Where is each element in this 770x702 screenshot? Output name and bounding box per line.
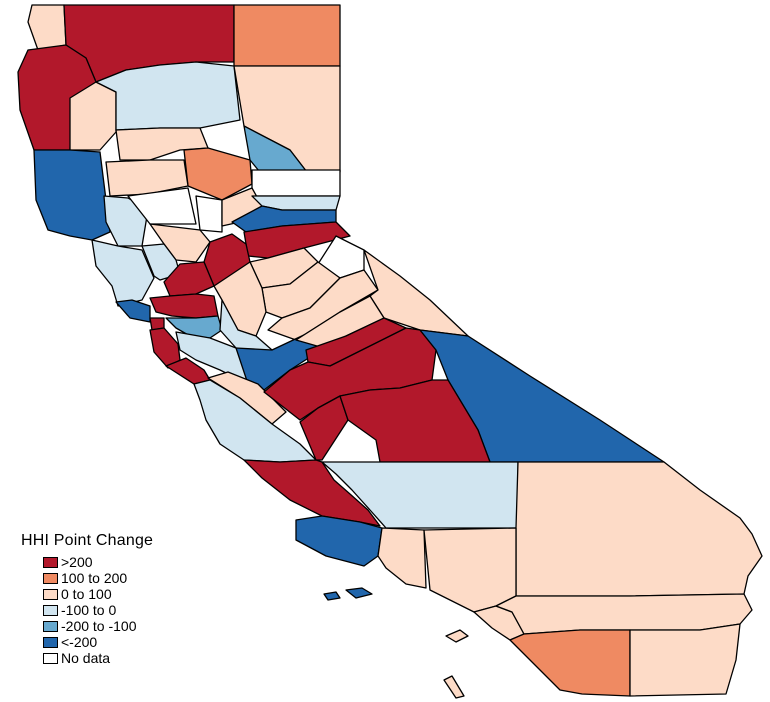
legend-label: 0 to 100 — [61, 586, 112, 602]
county-colusa — [127, 187, 197, 225]
county-tulare — [339, 379, 491, 463]
legend-label: -200 to -100 — [61, 618, 137, 634]
legend-swatch — [43, 588, 58, 600]
legend-label: >200 — [61, 554, 93, 570]
county-alameda — [165, 315, 223, 339]
legend-item-0-to-100: 0 to 100 — [43, 586, 153, 602]
legend-swatch — [43, 636, 58, 648]
legend-item-no-data: No data — [43, 650, 153, 666]
legend-item-lt-neg-200: <-200 — [43, 634, 153, 650]
county-contra-costa — [149, 293, 219, 319]
county-san-bernardino — [515, 461, 763, 597]
island-santa-cruz — [345, 587, 373, 599]
legend-swatch — [43, 652, 58, 664]
legend-item-gt-200: >200 — [43, 554, 153, 570]
county-santa-cruz — [165, 357, 211, 385]
legend-title: HHI Point Change — [21, 532, 154, 549]
county-los-angeles — [423, 527, 517, 613]
county-shasta — [95, 61, 241, 131]
island-santa-catalina — [445, 629, 469, 643]
county-san-luis-obispo — [243, 459, 381, 527]
county-imperial — [629, 623, 741, 697]
county-kern — [321, 461, 519, 529]
island-san-clemente — [443, 675, 465, 699]
legend-label: <-200 — [61, 634, 98, 650]
county-ventura — [377, 527, 427, 589]
county-mendocino — [33, 149, 111, 241]
legend-swatch — [43, 556, 58, 568]
island-santa-rosa — [323, 591, 341, 601]
legend-label: No data — [61, 650, 111, 666]
legend-item-neg-100-to-0: -100 to 0 — [43, 602, 153, 618]
county-sonoma — [91, 239, 155, 307]
legend-item-neg-200-to-neg-100: -200 to -100 — [43, 618, 153, 634]
county-san-diego — [509, 629, 631, 697]
legend-swatch — [43, 572, 58, 584]
map-legend: HHI Point Change >200 100 to 200 0 to 10… — [21, 532, 153, 666]
county-sierra — [251, 169, 341, 197]
county-marin — [115, 299, 151, 323]
county-del-norte — [27, 4, 67, 51]
county-el-dorado — [243, 221, 351, 259]
county-modoc — [233, 4, 341, 67]
legend-swatch — [43, 620, 58, 632]
legend-swatch — [43, 604, 58, 616]
legend-label: -100 to 0 — [61, 602, 117, 618]
county-sutter — [195, 195, 223, 233]
legend-label: 100 to 200 — [61, 570, 128, 586]
legend-item-100-to-200: 100 to 200 — [43, 570, 153, 586]
